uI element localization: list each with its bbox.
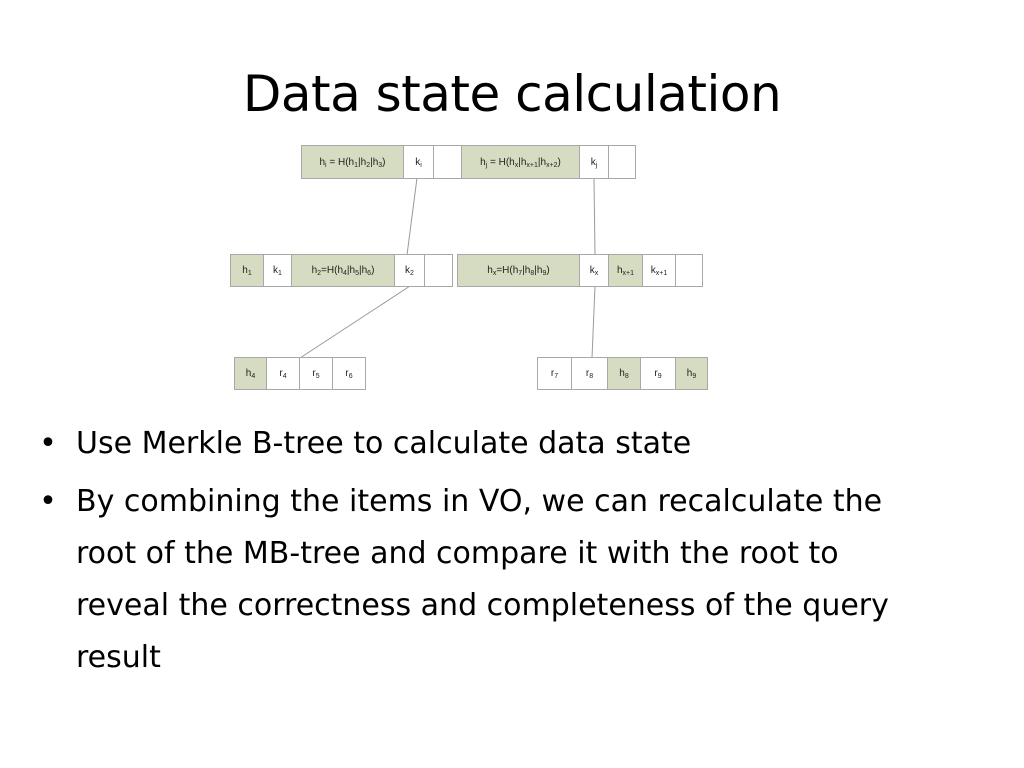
root-cell-hi: hi = H(h1|h2|h3) bbox=[301, 145, 404, 179]
mid-right-cell-hx1: hx+1 bbox=[608, 254, 643, 287]
edge-ki-to-k2 bbox=[406, 177, 418, 256]
root-cell-ki: ki bbox=[403, 145, 434, 179]
bullet-marker: • bbox=[39, 426, 57, 461]
mid-left-cell-h1: h1 bbox=[230, 254, 264, 287]
leaf-left-cell-r5: r5 bbox=[299, 357, 333, 390]
bullet-marker: • bbox=[39, 484, 57, 519]
root-cell-empty-1 bbox=[433, 145, 462, 179]
mid-left-cell-h2: h2=H(h4|h5|h6) bbox=[291, 254, 395, 287]
slide-title: Data state calculation bbox=[242, 65, 782, 123]
edge-kx-to-leaf-right bbox=[591, 285, 596, 359]
bullet-item: • Use Merkle B-tree to calculate data st… bbox=[36, 418, 936, 470]
leaf-left-cell-h4: h4 bbox=[234, 357, 267, 390]
mid-right-cell-hx: hx=H(h7|h8|h9) bbox=[457, 254, 580, 287]
root-cell-kj: kj bbox=[579, 145, 609, 179]
mid-left-cell-empty bbox=[424, 254, 453, 287]
bullet-item: • By combining the items in VO, we can r… bbox=[36, 476, 936, 684]
root-cell-hj-text: hj = H(hx|hx+1|hx+2) bbox=[480, 156, 561, 169]
mid-right-cell-kx: kx bbox=[579, 254, 609, 287]
mid-left-cell-k2: k2 bbox=[394, 254, 425, 287]
mid-right-cell-empty bbox=[675, 254, 703, 287]
leaf-right-cell-r7: r7 bbox=[537, 357, 572, 390]
leaf-right-cell-h8: h8 bbox=[607, 357, 641, 390]
leaf-right-cell-h9: h9 bbox=[675, 357, 708, 390]
edge-kj-to-kx bbox=[593, 177, 596, 256]
mid-left-cell-k1: k1 bbox=[263, 254, 292, 287]
leaf-left-cell-r4: r4 bbox=[266, 357, 300, 390]
leaf-right-cell-r8: r8 bbox=[571, 357, 608, 390]
root-cell-hj: hj = H(hx|hx+1|hx+2) bbox=[461, 145, 580, 179]
leaf-left-cell-r6: r6 bbox=[332, 357, 366, 390]
mid-right-cell-kx1: kx+1 bbox=[642, 254, 676, 287]
root-cell-hi-text: hi = H(h1|h2|h3) bbox=[319, 156, 386, 169]
edge-k2-to-leaf-left bbox=[299, 285, 411, 359]
bullet-text: By combining the items in VO, we can rec… bbox=[76, 484, 889, 675]
bullet-text: Use Merkle B-tree to calculate data stat… bbox=[76, 426, 692, 461]
root-cell-empty-2 bbox=[608, 145, 636, 179]
leaf-right-cell-r9: r9 bbox=[640, 357, 676, 390]
bullet-list: • Use Merkle B-tree to calculate data st… bbox=[36, 418, 936, 690]
